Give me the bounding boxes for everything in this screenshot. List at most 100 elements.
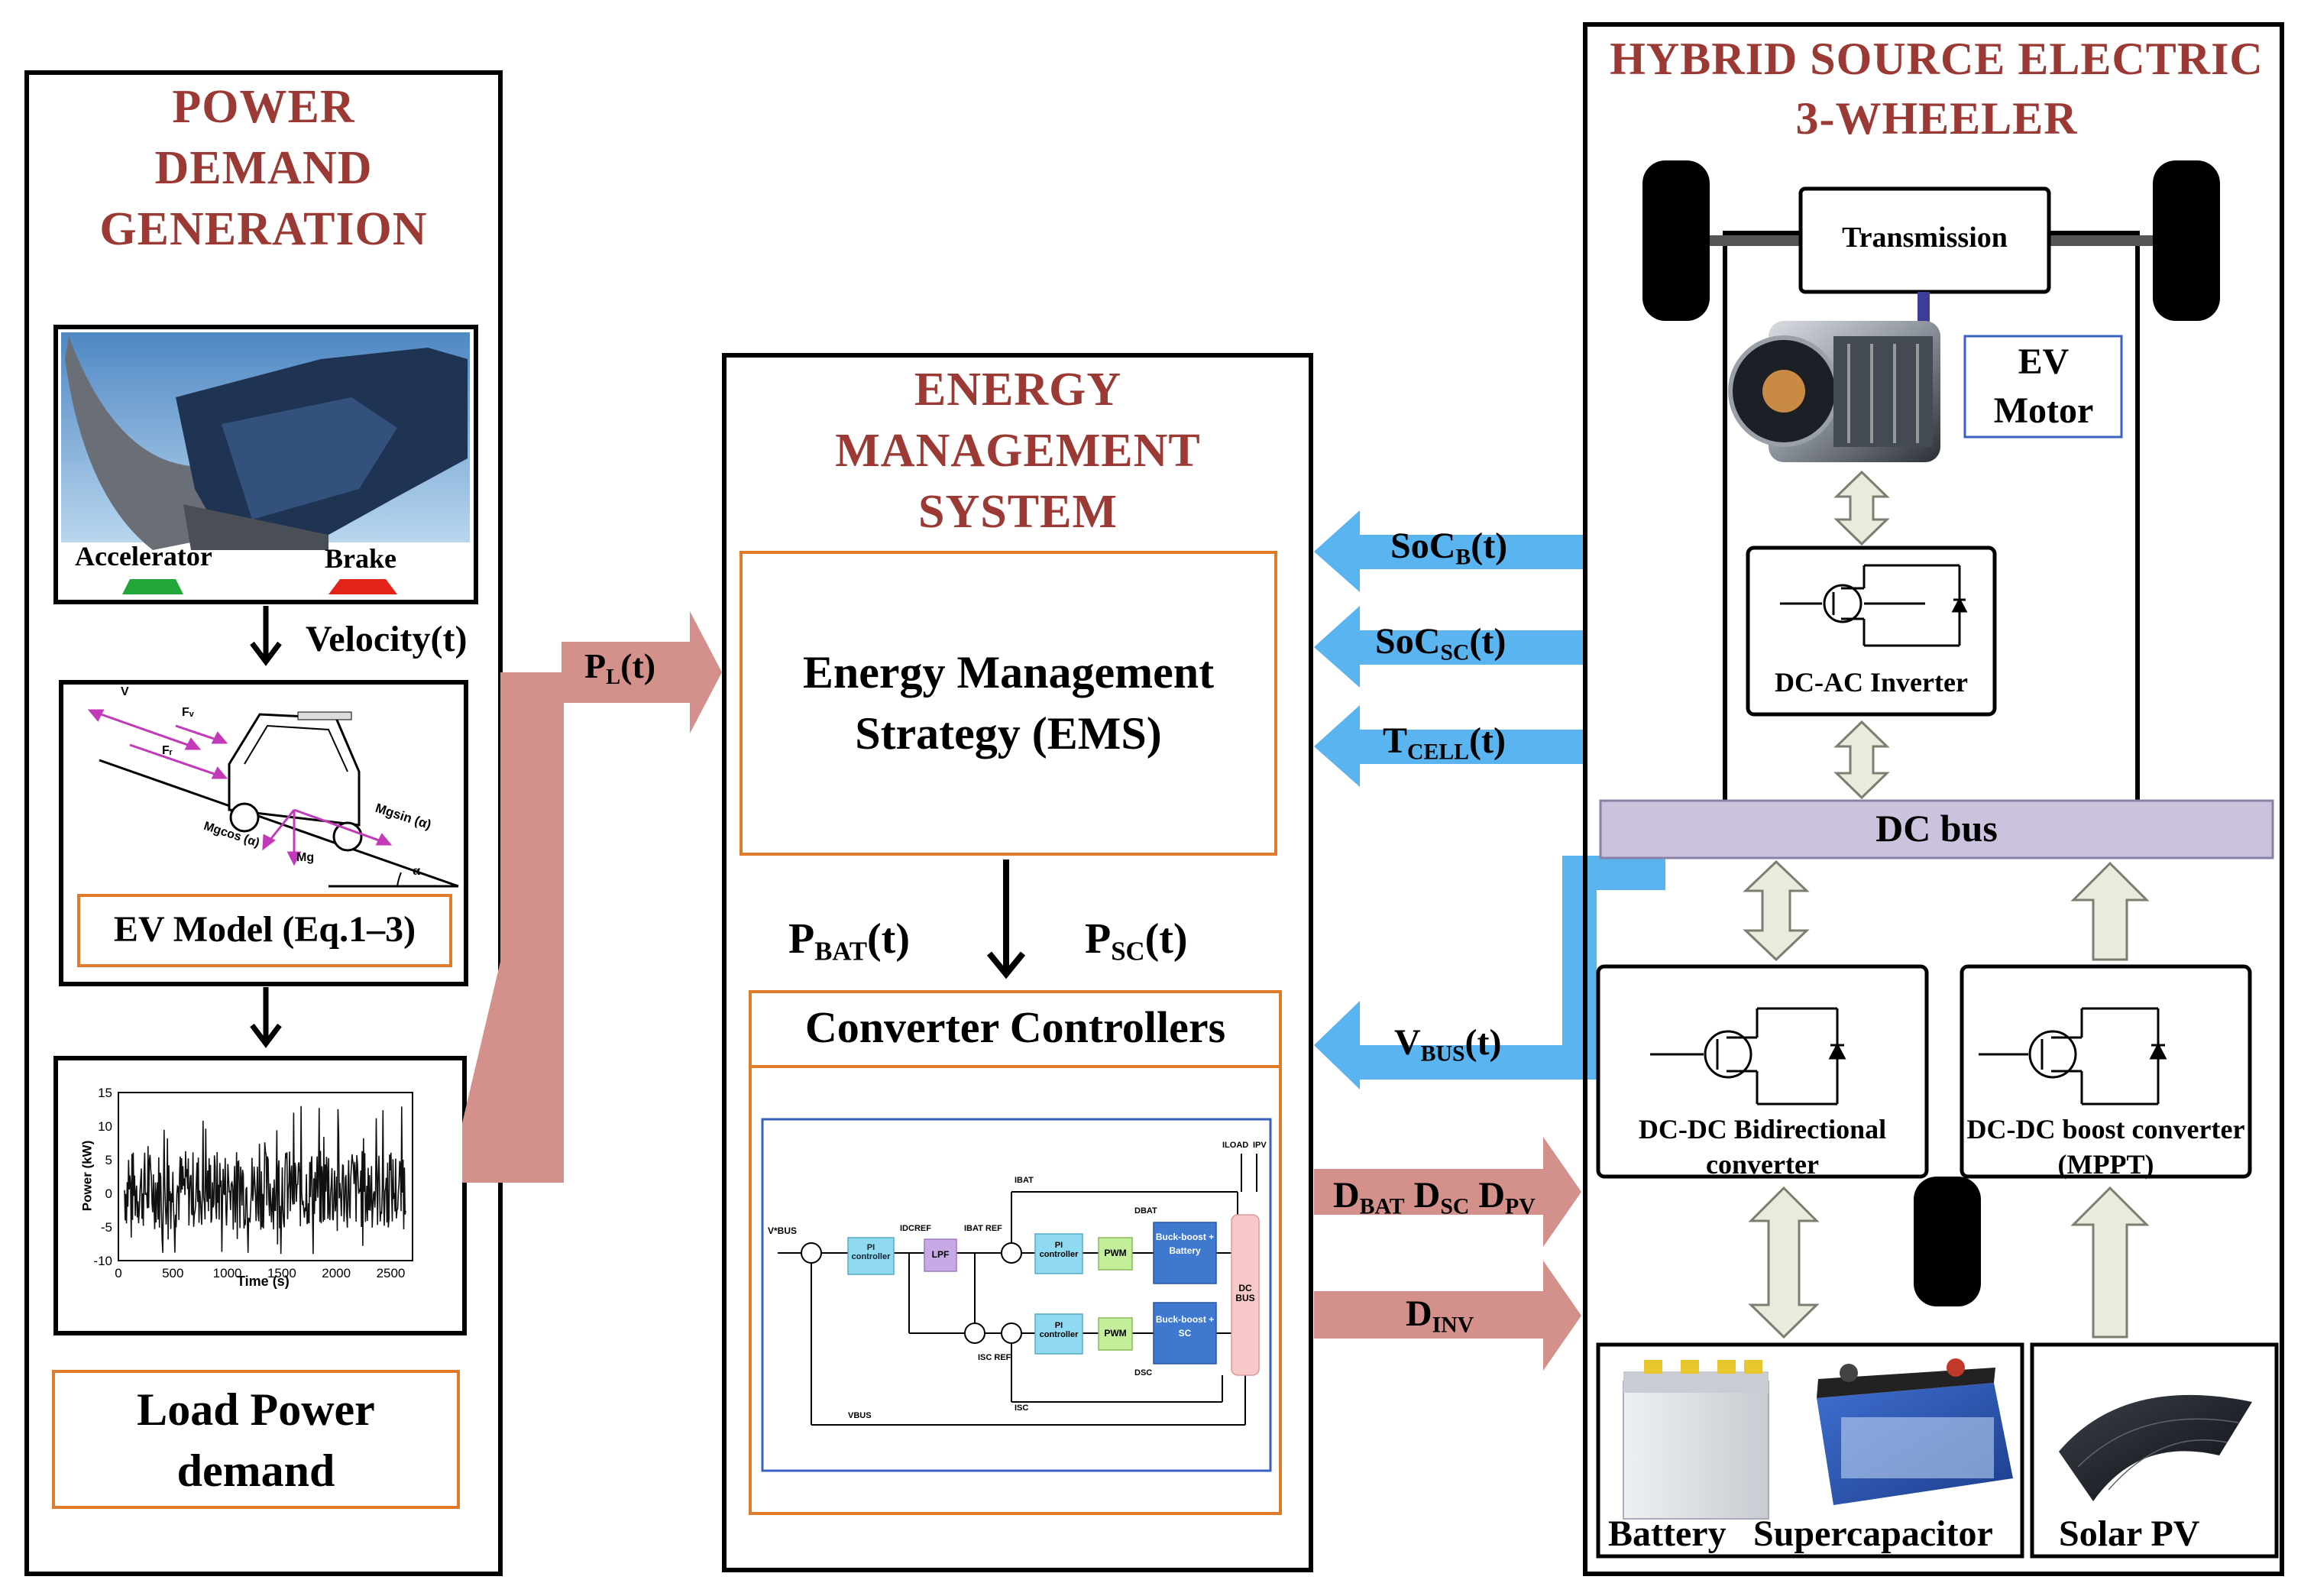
pl-label: PL(t) <box>584 646 656 689</box>
chassis-frame <box>1723 231 2140 804</box>
socsc-label: SoCSC(t) <box>1375 621 1506 665</box>
brake-label: Brake <box>325 543 396 574</box>
inverter-label: DC-AC Inverter <box>1775 667 1968 698</box>
force-fr: Fᵣ <box>162 744 173 757</box>
dc-bus-label: DC bus <box>1875 807 1998 850</box>
plot-xtick: 2000 <box>322 1266 351 1280</box>
ems-strategy-box <box>739 551 1277 856</box>
dinv-label: DINV <box>1406 1293 1474 1338</box>
ev-model-label: EV Model (Eq.1–3) <box>113 909 416 950</box>
battery-label: Battery <box>1608 1513 1727 1554</box>
plot-ytick: -10 <box>93 1254 112 1268</box>
pbat-label: PBAT(t) <box>788 915 910 966</box>
load-power-box <box>52 1370 460 1509</box>
plot-ytick: 5 <box>105 1153 112 1167</box>
ems-title: ENERGY MANAGEMENT SYSTEM <box>835 364 1201 538</box>
dc-bus-bar <box>1599 799 2274 860</box>
ctrl-lpf: LPF <box>931 1249 950 1260</box>
pi-block-3 <box>1034 1313 1083 1355</box>
ctrl-bb-battery: Buck-boost + Battery <box>1155 1232 1215 1256</box>
plot-xtick: 1000 <box>213 1266 242 1280</box>
ctrl-dc-bus: DC BUS <box>1235 1283 1255 1303</box>
ctrl-bb-sc: Buck-boost + SC <box>1155 1314 1215 1339</box>
ems-panel <box>722 353 1313 1572</box>
pwm-block-2 <box>1098 1317 1133 1351</box>
ctrl-vbus-ref: V*BUS <box>768 1225 798 1236</box>
accelerator-pedal-icon <box>122 579 183 594</box>
ctrl-pi-3: PI controller <box>1039 1321 1079 1339</box>
ctrl-i-dc-ref: IDCREF <box>900 1224 931 1233</box>
ctrl-i-bat-ref: IBAT REF <box>964 1224 1002 1233</box>
ctrl-pi-2: PI controller <box>1039 1241 1079 1259</box>
transmission-label: Transmission <box>1842 222 2008 254</box>
ev-motor-icon <box>1728 321 1940 462</box>
converter-controllers-title-box <box>749 990 1282 1068</box>
ctrl-pi-1: PI controller <box>851 1243 891 1261</box>
force-fw: Fᵥ <box>182 706 194 719</box>
converter-controllers-label: Converter Controllers <box>804 1002 1226 1052</box>
buckboost-battery-block <box>1153 1222 1217 1284</box>
supercapacitor-label: Supercapacitor <box>1753 1513 1993 1554</box>
pi-block-2 <box>1034 1233 1083 1274</box>
ems-strategy-label: Energy Management Strategy (EMS) <box>802 647 1215 759</box>
psc-label: PSC(t) <box>1085 915 1188 966</box>
socb-label: SoCB(t) <box>1390 526 1508 570</box>
controller-diagram-frame <box>761 1118 1272 1472</box>
ctrl-i-bat: IBAT <box>1015 1176 1034 1185</box>
plot-ytick: -5 <box>101 1220 112 1235</box>
blue-arrows <box>1314 510 1665 1089</box>
plot-xtick: 2500 <box>377 1266 406 1280</box>
power-signal-line <box>124 1106 406 1254</box>
ctrl-d-bat: DBAT <box>1134 1206 1157 1216</box>
controller-block-diagram <box>778 1154 1257 1426</box>
wheel-right-icon <box>2153 160 2220 321</box>
ev-slope-sketch <box>99 759 459 888</box>
ctrl-v-bus: VBUS <box>848 1411 872 1420</box>
brake-pedal-icon <box>328 579 397 594</box>
duties-label: DBAT DSC DPV <box>1333 1175 1536 1219</box>
ev-motor-label: EV Motor <box>1993 342 2094 431</box>
double-arrows <box>1743 470 2150 1339</box>
force-v: V <box>121 685 129 698</box>
ctrl-d-sc: DSC <box>1134 1368 1153 1377</box>
mosfet-inverter-icon <box>1780 564 1968 647</box>
plot-xtick: 500 <box>162 1266 183 1280</box>
solar-panel-icon <box>2059 1394 2252 1501</box>
inverter-box <box>1746 545 1997 717</box>
plot-xtick: 1500 <box>267 1266 296 1280</box>
ev-motor-label-box <box>1963 335 2123 439</box>
ctrl-i-sc: ISC <box>1015 1403 1029 1413</box>
plot-xlabel: Time (s) <box>237 1274 290 1289</box>
lpf-block <box>924 1238 957 1272</box>
boost-label: DC-DC boost converter (MPPT) <box>1966 1114 2245 1180</box>
auto-rickshaw-icon <box>228 711 363 852</box>
ctrl-i-pv: IPV <box>1253 1141 1267 1150</box>
buckboost-sc-block <box>1153 1302 1217 1365</box>
wheel-left-icon <box>1642 160 1710 321</box>
pedal-foot-icon <box>65 336 468 550</box>
mosfet-bidir-icon <box>1650 1007 1846 1106</box>
ev-model-label-box <box>77 894 452 967</box>
force-mg: Mg <box>296 851 315 864</box>
boost-converter-box <box>1960 964 2252 1179</box>
force-vectors <box>87 709 393 866</box>
hybrid-panel <box>1583 22 2284 1576</box>
battery-icon <box>1623 1360 1769 1520</box>
vbus-label: VBUS(t) <box>1394 1022 1502 1067</box>
solar-label: Solar PV <box>2059 1513 2200 1554</box>
force-alpha: α <box>413 863 421 878</box>
pink-arrows <box>1314 1137 1581 1371</box>
plot-ylabel: Power (kW) <box>79 1140 95 1212</box>
ctrl-pwm-1: PWM <box>1104 1248 1127 1258</box>
power-demand-title: POWER DEMAND GENERATION <box>99 81 428 255</box>
plot-xtick: 0 <box>115 1266 121 1280</box>
load-power-label: Load Power demand <box>137 1384 375 1496</box>
hybrid-title: HYBRID SOURCE ELECTRIC 3-WHEELER <box>1610 34 2264 144</box>
plot-ytick: 10 <box>98 1119 112 1134</box>
tcell-label: TCELL(t) <box>1383 720 1506 765</box>
bidirectional-label: DC-DC Bidirectional converter <box>1638 1114 1887 1180</box>
bidirectional-converter-box <box>1596 964 1929 1179</box>
wheel-rear-icon <box>1914 1177 1981 1306</box>
